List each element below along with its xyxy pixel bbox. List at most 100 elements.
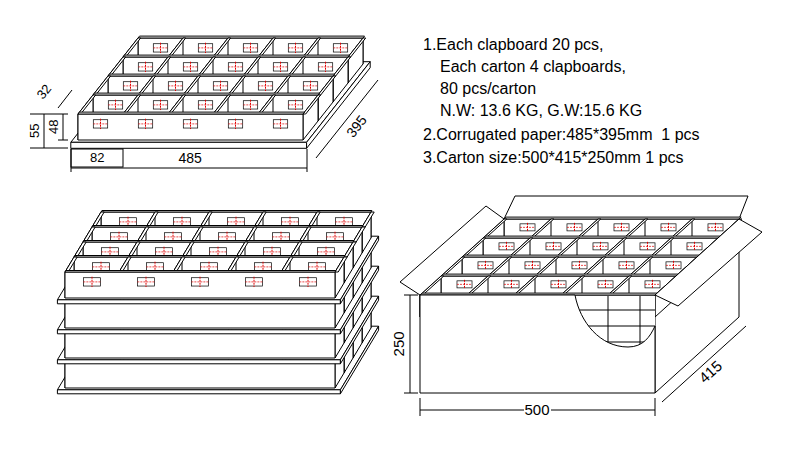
- slot-mark: [155, 251, 172, 252]
- slot-mark: [645, 284, 660, 285]
- dimension-line: [63, 114, 64, 140]
- slot-mark: [326, 233, 343, 241]
- slot-mark: [273, 66, 287, 67]
- slot-mark: [164, 236, 181, 237]
- partition-edge: [123, 55, 350, 57]
- partition-edge: [561, 276, 585, 295]
- slot-mark: [137, 278, 154, 286]
- note-text: 3.Carton size:500*415*250mm 1 pcs: [423, 149, 684, 167]
- partition-edge: [93, 76, 111, 95]
- partition-edge: [191, 227, 203, 242]
- slot-mark: [101, 251, 118, 252]
- partition-edge: [318, 76, 336, 95]
- slot-mark: [123, 82, 137, 90]
- slot-mark: [83, 281, 100, 282]
- dimension-label: 55: [28, 123, 42, 139]
- slot-mark: [254, 266, 271, 267]
- slot-mark: [93, 123, 107, 124]
- slot-mark: [640, 246, 655, 247]
- dimension-line: [410, 295, 411, 393]
- partition-edge: [83, 227, 95, 242]
- partition-edge: [344, 242, 356, 257]
- dimension-line: [71, 168, 307, 169]
- partition-edge: [92, 226, 363, 228]
- partition-edge: [198, 57, 216, 76]
- extension-line: [420, 398, 421, 416]
- slot-mark: [198, 101, 212, 109]
- partition-edge: [138, 36, 365, 38]
- slot-mark: [146, 277, 147, 287]
- partition-wall: [65, 362, 335, 388]
- partition-wall: [65, 302, 335, 328]
- slot-mark: [281, 218, 298, 226]
- slot-mark: [173, 221, 190, 222]
- slot-mark: [153, 47, 167, 48]
- carton-flap: [504, 196, 748, 219]
- partition-edge: [146, 212, 158, 227]
- partition-edge: [603, 238, 627, 257]
- slot-mark: [263, 251, 280, 252]
- partition-edge: [123, 95, 141, 114]
- partition-edge: [83, 241, 354, 243]
- slot-mark: [308, 263, 325, 271]
- slot-mark: [218, 236, 235, 237]
- partition-edge: [200, 212, 212, 227]
- note-text: Each carton 4 clapboards,: [440, 58, 626, 76]
- slot-mark: [123, 85, 137, 86]
- corrugated-board: [57, 300, 340, 304]
- partition-edge: [78, 112, 305, 114]
- partition-edge: [182, 242, 194, 257]
- extension-line: [404, 393, 418, 394]
- slot-mark: [666, 265, 681, 266]
- slot-mark: [245, 278, 262, 286]
- slot-mark: [168, 82, 182, 90]
- partition-edge: [530, 219, 554, 238]
- slot-mark: [138, 66, 152, 67]
- slot-mark: [138, 123, 152, 124]
- slot-mark: [92, 277, 93, 287]
- slot-mark: [209, 251, 226, 252]
- extension-line: [58, 140, 68, 141]
- slot-mark: [687, 246, 702, 247]
- extension-line: [307, 149, 308, 172]
- partition-edge: [227, 257, 239, 272]
- slot-mark: [504, 284, 519, 285]
- partition-stack: [57, 211, 378, 394]
- dimension-label: 415: [695, 357, 726, 387]
- slot-mark: [258, 85, 272, 86]
- partition-edge: [168, 38, 186, 57]
- slot-mark: [619, 265, 634, 266]
- slot-mark: [288, 101, 302, 109]
- extension-line: [30, 148, 68, 149]
- slot-mark: [551, 284, 566, 285]
- corrugated-board: [57, 236, 378, 300]
- slot-mark: [164, 233, 181, 241]
- partition-edge: [333, 57, 351, 76]
- slot-mark: [572, 265, 587, 266]
- slot-mark: [504, 281, 519, 288]
- carton-flap: [400, 206, 504, 295]
- slot-mark: [318, 63, 332, 71]
- partition-edge: [258, 95, 276, 114]
- slot-mark: [137, 281, 154, 282]
- partition-edge: [308, 212, 320, 227]
- partition-edge: [504, 217, 741, 219]
- slot-mark: [227, 221, 244, 222]
- corrugated-board: [71, 142, 307, 148]
- partition-edge: [65, 271, 336, 273]
- corrugated-board: [57, 330, 340, 334]
- partition-edge: [93, 93, 320, 95]
- slot-mark: [183, 120, 197, 128]
- slot-mark: [478, 265, 493, 266]
- slot-mark: [110, 233, 127, 241]
- partition-edge: [101, 211, 372, 213]
- slot-mark: [183, 123, 197, 124]
- slot-mark: [308, 277, 309, 287]
- partition-edge: [258, 38, 276, 57]
- partition-edge: [608, 276, 632, 295]
- partition-edge: [243, 57, 261, 76]
- slot-mark: [92, 266, 109, 267]
- slot-mark: [213, 85, 227, 86]
- slot-mark: [525, 262, 540, 269]
- partition-edge: [213, 38, 231, 57]
